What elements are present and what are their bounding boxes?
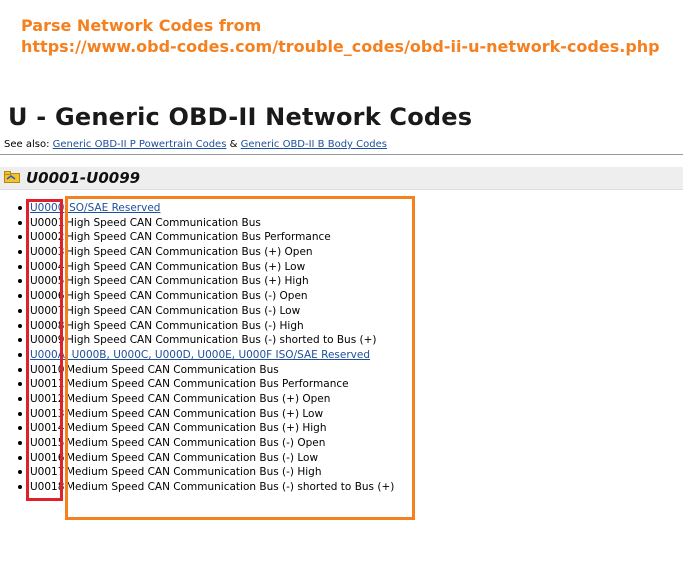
code-description: Medium Speed CAN Communication Bus (-) H…	[66, 466, 322, 479]
bullet-icon	[18, 264, 22, 269]
bullet-icon	[18, 250, 22, 255]
code-label: U0003	[30, 246, 65, 259]
bullet-icon	[18, 308, 22, 313]
section-title: U0001-U0099	[26, 169, 141, 187]
bullet-icon	[18, 206, 22, 210]
bullet-icon	[18, 220, 22, 225]
bullet-icon	[18, 426, 22, 431]
bullet-icon	[18, 235, 22, 240]
code-description[interactable]: ISO/SAE Reserved	[66, 202, 161, 214]
code-description: Medium Speed CAN Communication Bus	[66, 363, 279, 376]
code-description: High Speed CAN Communication Bus (-) Hig…	[66, 319, 304, 332]
code-label: U0014	[30, 422, 65, 435]
code-description: High Speed CAN Communication Bus (+) Low	[66, 260, 306, 273]
bullet-icon	[18, 352, 22, 357]
bullet-icon	[18, 470, 22, 475]
code-description: Medium Speed CAN Communication Bus (-) O…	[66, 437, 326, 449]
folder-icon	[4, 171, 20, 183]
code-label: U0017	[30, 466, 65, 479]
code-label: U0006	[30, 290, 65, 303]
code-label: U0005	[30, 275, 65, 288]
code-label: U0018	[30, 481, 65, 494]
powertrain-codes-link[interactable]: Generic OBD-II P Powertrain Codes	[52, 139, 227, 150]
see-also-prefix: See also:	[4, 139, 50, 150]
bullet-icon	[18, 338, 22, 343]
code-description: High Speed CAN Communication Bus (-) sho…	[66, 334, 377, 347]
annotation-title: Parse Network Codes from https://www.obd…	[21, 15, 660, 57]
annotation-line-2: https://www.obd-codes.com/trouble_codes/…	[21, 37, 660, 56]
code-label: U0001	[30, 216, 65, 229]
bullet-icon	[18, 411, 22, 416]
see-also-ampersand: &	[229, 139, 238, 150]
bullet-icon	[18, 396, 22, 401]
code-column-highlight	[26, 199, 63, 501]
code-description: Medium Speed CAN Communication Bus (-) L…	[66, 451, 319, 464]
code-label: U0011	[30, 378, 65, 391]
code-label: U0004	[30, 260, 65, 273]
bullet-icon	[18, 323, 22, 328]
bullet-icon	[18, 367, 22, 372]
code-label: U0007	[30, 304, 65, 317]
bullet-icon	[18, 279, 22, 284]
code-description: Medium Speed CAN Communication Bus (+) O…	[66, 392, 331, 405]
code-description: High Speed CAN Communication Bus Perform…	[66, 231, 331, 244]
bullet-icon	[18, 485, 22, 490]
bullet-icon	[18, 455, 22, 460]
section-header: U0001-U0099	[0, 167, 683, 190]
page-title: U - Generic OBD-II Network Codes	[8, 103, 473, 131]
bullet-icon	[18, 294, 22, 299]
code-label: U0010	[30, 363, 65, 376]
code-label: U0008	[30, 319, 65, 332]
code-description: Medium Speed CAN Communication Bus Perfo…	[66, 378, 349, 391]
code-label: U0009	[30, 334, 65, 347]
code-label: U0012	[30, 392, 65, 405]
description-column-highlight	[65, 196, 415, 520]
code-description: High Speed CAN Communication Bus (-) Ope…	[66, 290, 308, 303]
code-label: U0016	[30, 451, 65, 464]
code-description: Medium Speed CAN Communication Bus (-) s…	[66, 481, 395, 494]
bullet-icon	[18, 441, 22, 445]
divider	[0, 154, 683, 155]
code-label: U0013	[30, 407, 65, 420]
code-label: U0002	[30, 231, 65, 244]
code-description: High Speed CAN Communication Bus (+) Hig…	[66, 275, 309, 288]
see-also-line: See also: Generic OBD-II P Powertrain Co…	[4, 139, 387, 150]
code-description: Medium Speed CAN Communication Bus (+) H…	[66, 422, 327, 435]
code-label[interactable]: U0000	[30, 202, 65, 214]
code-description: High Speed CAN Communication Bus (-) Low	[66, 304, 301, 317]
code-description: High Speed CAN Communication Bus	[66, 216, 261, 229]
reserved-range-link[interactable]: U000A, U000B, U000C, U000D, U000E, U000F…	[30, 348, 370, 361]
bullet-icon	[18, 382, 22, 387]
code-description: High Speed CAN Communication Bus (+) Ope…	[66, 246, 313, 259]
code-description: Medium Speed CAN Communication Bus (+) L…	[66, 407, 324, 420]
body-codes-link[interactable]: Generic OBD-II B Body Codes	[240, 139, 387, 150]
code-label: U0015	[30, 437, 65, 449]
annotation-line-1: Parse Network Codes from	[21, 16, 262, 35]
